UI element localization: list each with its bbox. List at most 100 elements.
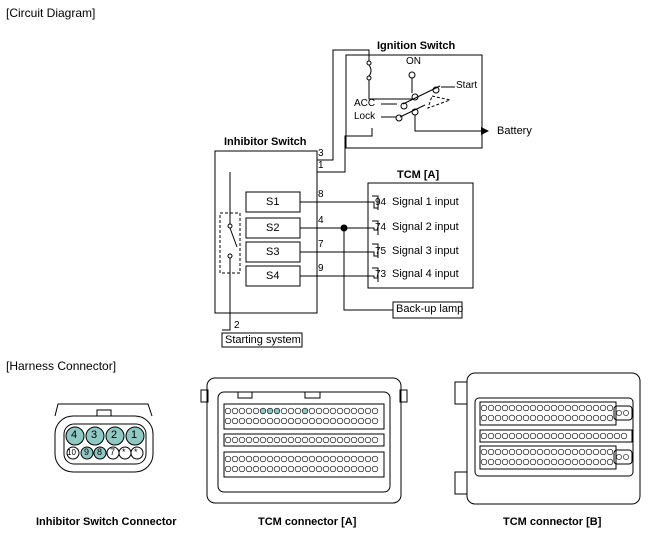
connector-pin	[280, 407, 288, 415]
connector-pin	[238, 407, 246, 415]
connector-pin	[487, 404, 495, 412]
connector-pin	[371, 407, 379, 415]
connector-pin	[592, 448, 600, 456]
connector-pin	[322, 455, 330, 463]
connector-pin	[501, 432, 509, 440]
connector-pin	[480, 404, 488, 412]
connector-pin	[280, 465, 288, 473]
pin-star-b	[130, 446, 144, 460]
connector-pin	[266, 417, 274, 425]
connector-pin	[578, 414, 586, 422]
connector-pin	[571, 432, 579, 440]
connector-pin	[301, 417, 309, 425]
connector-pin	[585, 458, 593, 466]
connector-pin	[259, 436, 267, 444]
connector-pin	[336, 465, 344, 473]
connector-pin	[287, 417, 295, 425]
tcm-box	[367, 182, 474, 289]
connector-pin	[280, 417, 288, 425]
inhibitor-pin-label-star-b: *	[134, 447, 138, 457]
connector-pin	[557, 458, 565, 466]
connector-pin	[494, 458, 502, 466]
connector-pin	[308, 407, 316, 415]
connector-pin	[343, 436, 351, 444]
connector-pin	[245, 407, 253, 415]
switch-s3: S3	[266, 246, 280, 258]
backup-lamp-label: Back-up lamp	[396, 303, 464, 315]
connector-pin	[550, 458, 558, 466]
connector-pin	[280, 455, 288, 463]
connector-pin	[494, 404, 502, 412]
harness-connector-title: [Harness Connector]	[6, 359, 117, 373]
switch-s1: S1	[266, 196, 280, 208]
connector-pin	[322, 465, 330, 473]
connector-pin	[529, 404, 537, 412]
connector-pin	[494, 432, 502, 440]
connector-pin	[599, 432, 607, 440]
tcm-b-connector-caption: TCM connector [B]	[503, 516, 602, 528]
tcm-pin-75: 75	[375, 246, 387, 257]
connector-pin	[578, 458, 586, 466]
junction-dot	[340, 224, 348, 232]
tcm-title: TCM [A]	[397, 169, 440, 181]
connector-pin	[259, 417, 267, 425]
connector-pin	[480, 458, 488, 466]
inhibitor-connector-caption: Inhibitor Switch Connector	[36, 516, 177, 528]
connector-pin	[294, 407, 302, 415]
connector-pin	[238, 436, 246, 444]
ignition-on-label: ON	[406, 56, 421, 67]
connector-pin	[371, 417, 379, 425]
connector-pin	[364, 455, 372, 463]
connector-pin	[231, 455, 239, 463]
connector-pin	[224, 407, 232, 415]
tcm-signal-4: Signal 4 input	[392, 268, 459, 280]
inhibitor-switch-title: Inhibitor Switch	[224, 136, 307, 148]
connector-pin	[571, 404, 579, 412]
connector-pin	[252, 455, 260, 463]
connector-pin	[487, 448, 495, 456]
connector-pin	[315, 465, 323, 473]
connector-pin	[599, 404, 607, 412]
connector-pin	[301, 407, 309, 415]
connector-pin	[315, 407, 323, 415]
connector-pin	[294, 417, 302, 425]
connector-pin	[329, 407, 337, 415]
connector-pin	[371, 455, 379, 463]
connector-pin	[364, 407, 372, 415]
starting-system-label: Starting system	[225, 334, 301, 346]
connector-pin	[357, 465, 365, 473]
connector-pin	[606, 414, 614, 422]
connector-pin	[508, 432, 516, 440]
inhibitor-pin-label-3: 3	[91, 429, 98, 441]
connector-pin	[287, 436, 295, 444]
pin-10	[66, 446, 80, 460]
wire-pin-4: 4	[318, 215, 324, 226]
connector-pin	[322, 417, 330, 425]
connector-pin	[357, 407, 365, 415]
connector-pin	[529, 432, 537, 440]
connector-pin	[606, 432, 614, 440]
connector-pin	[357, 417, 365, 425]
connector-pin	[508, 404, 516, 412]
ignition-lock-label: Lock	[354, 111, 376, 122]
connector-pin	[273, 436, 281, 444]
connector-pin	[371, 465, 379, 473]
connector-pin	[585, 448, 593, 456]
connector-pin	[543, 404, 551, 412]
connector-pin	[606, 458, 614, 466]
connector-pin	[343, 455, 351, 463]
connector-pin	[571, 458, 579, 466]
tcm-signal-2: Signal 2 input	[392, 221, 459, 233]
tcm-a-connector-caption: TCM connector [A]	[258, 516, 357, 528]
connector-pin	[543, 414, 551, 422]
connector-pin	[322, 407, 330, 415]
connector-pin	[515, 458, 523, 466]
connector-pin	[329, 417, 337, 425]
connector-pin	[259, 465, 267, 473]
pin-9	[80, 446, 94, 460]
connector-pin	[259, 455, 267, 463]
connector-pin	[571, 414, 579, 422]
connector-pin	[585, 414, 593, 422]
pin-8	[93, 446, 107, 460]
